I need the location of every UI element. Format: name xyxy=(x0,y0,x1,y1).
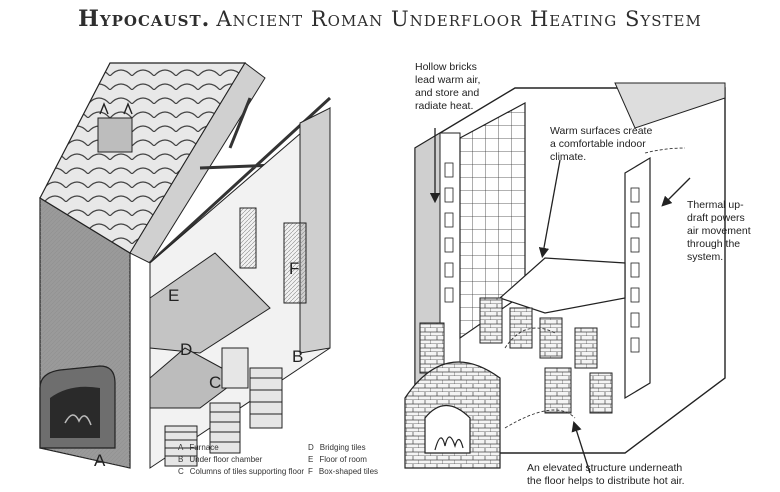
right-illustration: Hollow bricks lead warm air, and store a… xyxy=(404,61,751,487)
label-f: F xyxy=(289,259,299,278)
furnace-arch xyxy=(404,361,501,469)
raised-floor xyxy=(498,257,626,314)
title-main: Hypocaust. xyxy=(78,6,211,32)
chimney xyxy=(97,117,133,153)
label-a: A xyxy=(94,451,106,470)
hollow-bricks-line2: lead warm air, xyxy=(415,74,480,86)
bridging-tile xyxy=(149,347,241,409)
elevated-line1: An elevated structure underneath xyxy=(527,462,682,474)
legend-key-f: F xyxy=(308,467,313,476)
legend-text-c: Columns of tiles supporting floor xyxy=(190,467,305,476)
title-sub: Ancient Roman Underfloor Heating System xyxy=(216,7,702,31)
legend-key-b: B xyxy=(178,455,183,464)
warm-surfaces-line3: climate. xyxy=(550,151,586,163)
legend-text-e: Floor of room xyxy=(319,455,367,464)
annotation-elevated: An elevated structure underneath the flo… xyxy=(527,462,685,487)
legend: A Furnace B Under floor chamber C Columns o… xyxy=(178,443,378,476)
label-d: D xyxy=(180,340,192,359)
legend-key-e: E xyxy=(308,455,313,464)
elevated-line2: the floor helps to distribute hot air. xyxy=(527,475,685,487)
legend-key-c: C xyxy=(178,467,184,476)
page-title: Hypocaust. Ancient Roman Underfloor Heat… xyxy=(0,6,780,32)
legend-text-a: Furnace xyxy=(189,443,219,452)
room-floor xyxy=(149,252,271,354)
annotation-warm-surfaces: Warm surfaces create a comfortable indoo… xyxy=(550,125,652,163)
warm-surfaces-line1: Warm surfaces create xyxy=(550,125,652,137)
label-c: C xyxy=(209,373,221,392)
legend-text-f: Box-shaped tiles xyxy=(319,467,378,476)
warm-surfaces-line2: a comfortable indoor xyxy=(550,138,646,150)
label-e: E xyxy=(168,286,179,305)
furnace xyxy=(39,365,116,449)
tile-columns xyxy=(164,347,283,467)
thermal-line5: system. xyxy=(687,251,723,263)
annotation-thermal: Thermal up- draft powers air movement th… xyxy=(687,199,751,263)
pillars xyxy=(419,297,613,414)
hollow-bricks-line3: and store and xyxy=(415,87,479,99)
label-b: B xyxy=(292,347,303,366)
left-illustration: A B C D E F A Furnace B Under floor chambe… xyxy=(39,62,378,476)
legend-text-d: Bridging tiles xyxy=(320,443,366,452)
legend-text-b: Under floor chamber xyxy=(189,455,262,464)
thermal-line2: draft powers xyxy=(687,212,745,224)
hollow-bricks-line1: Hollow bricks xyxy=(415,61,477,73)
annotation-hollow-bricks: Hollow bricks lead warm air, and store a… xyxy=(415,61,480,112)
legend-key-a: A xyxy=(178,443,184,452)
box-tiles xyxy=(283,222,307,304)
hollow-bricks-line4: radiate heat. xyxy=(415,100,473,112)
thermal-line4: through the xyxy=(687,238,740,250)
legend-key-d: D xyxy=(308,443,314,452)
thermal-line3: air movement xyxy=(687,225,751,237)
thermal-line1: Thermal up- xyxy=(687,199,744,211)
